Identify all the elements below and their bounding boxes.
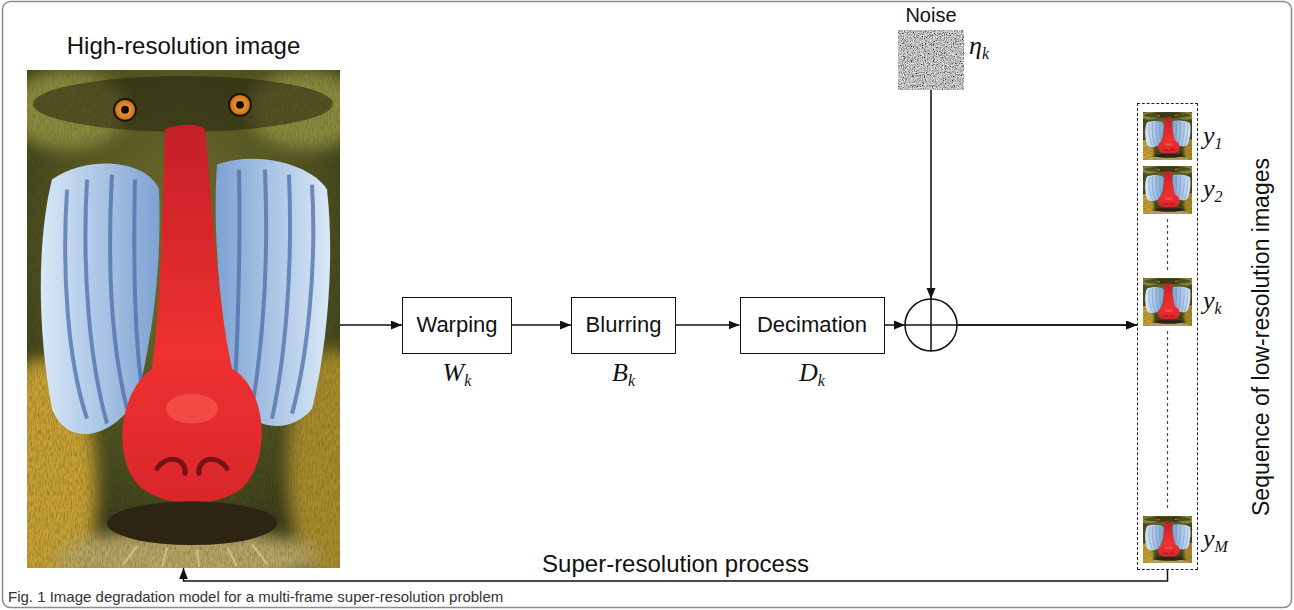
low-resolution-thumbnail xyxy=(1137,166,1198,219)
box-label: Warping xyxy=(416,312,497,337)
signal-arrow xyxy=(512,324,571,326)
process-box: WarpingWk xyxy=(402,297,512,354)
node-heading: High-resolution image xyxy=(67,32,300,60)
summing-junction xyxy=(905,299,957,351)
sequence-box: Sequence of low-resolution images xyxy=(1137,103,1198,570)
box-label: Blurring xyxy=(586,312,662,337)
low-resolution-thumbnail xyxy=(1137,112,1198,165)
noise-node: Noiseηk xyxy=(898,30,964,90)
process-box: BlurringBk xyxy=(571,297,676,354)
plus-sign xyxy=(930,299,932,351)
process-box: DecimationDk xyxy=(740,297,885,354)
low-resolution-thumbnail xyxy=(1137,278,1198,331)
arrowhead xyxy=(894,321,905,330)
node-heading: Noise xyxy=(905,4,956,27)
node-heading: Sequence of low-resolution images xyxy=(1248,158,1274,516)
figure-caption: Fig. 1 Image degradation model for a mul… xyxy=(8,588,503,605)
box-label: Decimation xyxy=(757,312,867,337)
high-resolution-picture xyxy=(0,70,377,610)
image-node: High-resolution image xyxy=(27,32,340,568)
signal-arrow xyxy=(931,90,1137,325)
noise-picture xyxy=(898,30,964,90)
frame-label: yk xyxy=(1203,285,1222,319)
frame-label: yM xyxy=(1203,523,1228,557)
edge-label: Super-resolution process xyxy=(538,551,813,577)
frame-label: y2 xyxy=(1203,173,1223,207)
frame-label: y1 xyxy=(1203,120,1223,154)
low-resolution-thumbnail xyxy=(1137,516,1198,568)
operator-symbol: Wk xyxy=(443,357,472,391)
signal-arrow xyxy=(340,324,402,326)
signal-arrow xyxy=(676,324,740,326)
ellipsis-line xyxy=(1167,331,1168,511)
operator-symbol: Dk xyxy=(799,357,825,391)
noise-symbol: ηk xyxy=(969,30,989,64)
operator-symbol: Bk xyxy=(612,357,635,391)
arrowhead xyxy=(927,288,936,299)
ellipsis-line xyxy=(1167,219,1168,273)
